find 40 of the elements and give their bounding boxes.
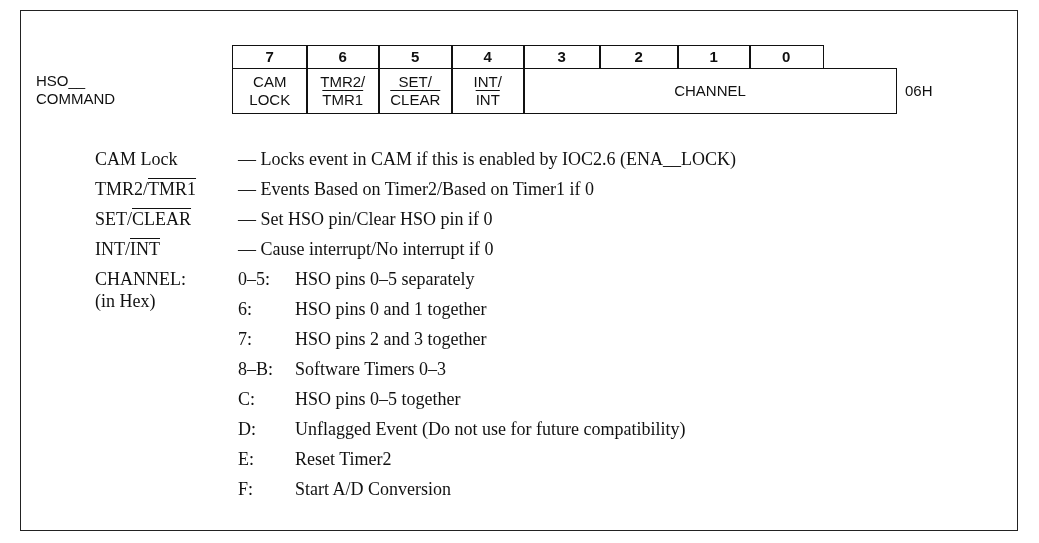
- channel-code: D:: [238, 418, 256, 440]
- field-name: INT/INT: [451, 67, 525, 114]
- bit-number: 4: [451, 45, 525, 69]
- channel-code: C:: [238, 388, 255, 410]
- channel-code: 0–5:: [238, 268, 270, 290]
- bit-number: 5: [378, 45, 453, 69]
- channel-code: 6:: [238, 298, 252, 320]
- channel-description: HSO pins 0 and 1 together: [295, 298, 487, 320]
- field-description: — Events Based on Timer2/Based on Timer1 if 0: [238, 178, 594, 200]
- field-name: CHANNEL: [523, 67, 897, 114]
- field-term: CAM Lock: [95, 148, 178, 170]
- field-name: SET/CLEAR: [378, 67, 453, 114]
- field-term: SET/CLEAR: [95, 208, 192, 230]
- channel-description: Software Timers 0–3: [295, 358, 446, 380]
- field-term: TMR2/TMR1: [95, 178, 197, 200]
- channel-code: E:: [238, 448, 254, 470]
- bit-number: 2: [599, 45, 679, 69]
- bit-number: 0: [749, 45, 824, 69]
- channel-code: F:: [238, 478, 253, 500]
- field-term: CHANNEL: (in Hex): [95, 268, 187, 312]
- field-name: TMR2/TMR1: [306, 67, 380, 114]
- field-description: — Set HSO pin/Clear HSO pin if 0: [238, 208, 493, 230]
- field-description: — Cause interrupt/No interrupt if 0: [238, 238, 494, 260]
- bit-number: 3: [523, 45, 601, 69]
- channel-description: HSO pins 0–5 together: [295, 388, 461, 410]
- field-description: — Locks event in CAM if this is enabled by IOC2.6 (ENA__LOCK): [238, 148, 736, 170]
- channel-code: 7:: [238, 328, 252, 350]
- bit-number: 6: [306, 45, 380, 69]
- channel-description: Reset Timer2: [295, 448, 392, 470]
- channel-description: HSO pins 0–5 separately: [295, 268, 475, 290]
- register-name: HSO__ COMMAND: [36, 72, 117, 108]
- bit-number: 7: [232, 45, 308, 69]
- channel-code: 8–B:: [238, 358, 273, 380]
- field-name: CAM LOCK: [232, 67, 308, 114]
- channel-description: Start A/D Conversion: [295, 478, 451, 500]
- field-term: INT/INT: [95, 238, 160, 260]
- register-address: 06H: [905, 82, 933, 100]
- bit-number: 1: [677, 45, 751, 69]
- channel-description: Unflagged Event (Do not use for future compatibility): [295, 418, 686, 440]
- channel-description: HSO pins 2 and 3 together: [295, 328, 487, 350]
